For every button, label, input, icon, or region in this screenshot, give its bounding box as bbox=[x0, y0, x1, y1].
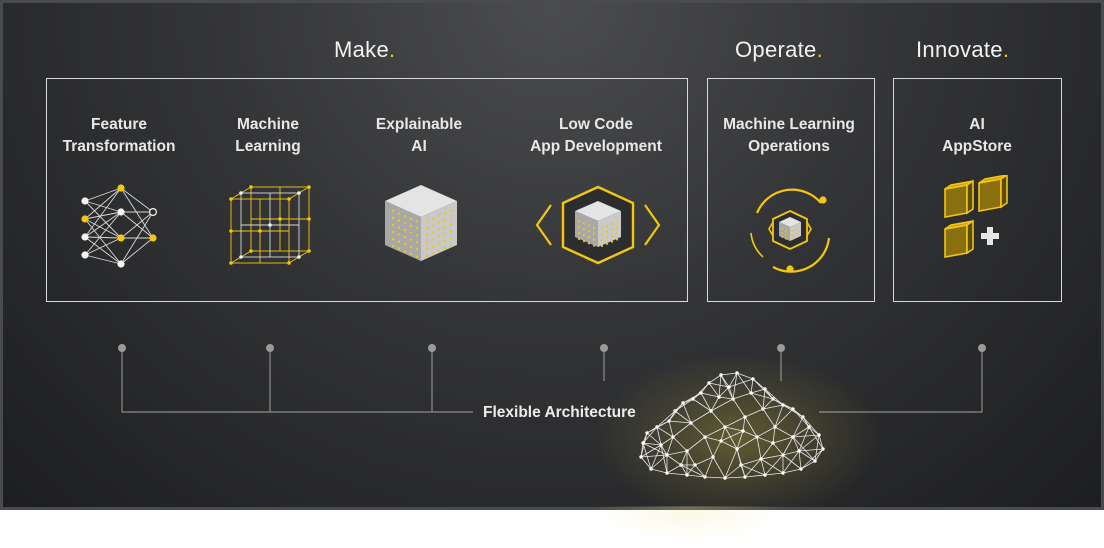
operate-heading: Operate. bbox=[735, 37, 824, 62]
translucent-cube-icon bbox=[385, 185, 457, 261]
low-code-label: Low Code App Development bbox=[530, 116, 662, 155]
ml-operations-label: Machine Learning Operations bbox=[723, 116, 855, 155]
ai-appstore-label: AI AppStore bbox=[942, 116, 1012, 155]
operate-box bbox=[707, 78, 875, 302]
innovate-heading: Innovate. bbox=[916, 37, 1010, 62]
connector-lines bbox=[118, 344, 986, 413]
feature-transformation-label: Feature Transformation bbox=[62, 116, 176, 155]
diagram-panel: Make. Operate. Innovate. Feature Transfo… bbox=[0, 0, 1104, 510]
cube-with-brackets-icon bbox=[535, 185, 661, 265]
explainable-ai-label: Explainable AI bbox=[375, 116, 463, 155]
innovate-box bbox=[893, 78, 1062, 302]
wireframe-cube-icon bbox=[229, 185, 311, 265]
app-blocks-plus-icon bbox=[944, 175, 1008, 258]
make-heading: Make. bbox=[334, 37, 396, 62]
bottom-glow bbox=[590, 506, 790, 546]
neural-network-icon bbox=[81, 184, 157, 268]
cloud-mesh-icon bbox=[639, 371, 825, 480]
make-box bbox=[46, 78, 688, 302]
machine-learning-label: Machine Learning bbox=[235, 116, 301, 155]
cube-in-cycle-icon bbox=[750, 188, 831, 273]
flexible-architecture-label: Flexible Architecture bbox=[483, 404, 636, 421]
